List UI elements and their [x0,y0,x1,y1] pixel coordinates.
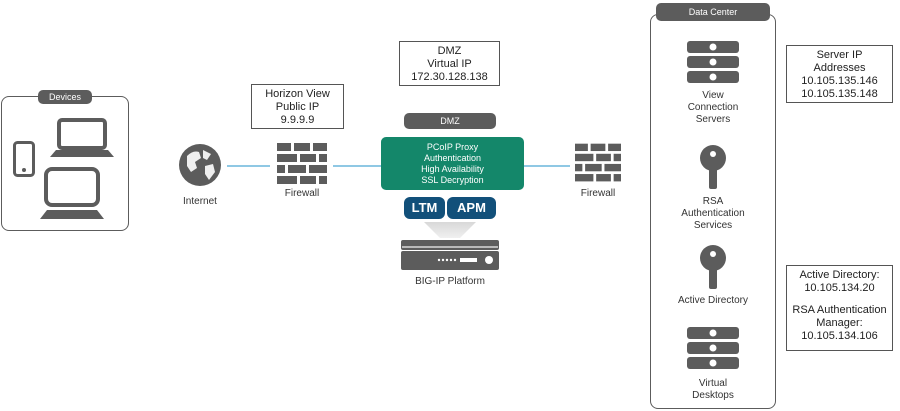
key-icon [700,145,726,189]
dmz-feature: PCoIP Proxy [426,142,479,152]
firewall-right-label: Firewall [580,188,616,199]
dmz-tag: DMZ [404,113,496,129]
phone-icon [13,141,35,177]
apm-module: APM [447,197,496,219]
funnel-arrow-icon [424,222,476,238]
server-stack-icon [687,327,739,369]
appliance-icon [401,240,499,270]
link-internet-firewall [227,165,270,167]
dmz-vip-note-line2: Virtual IP [427,58,472,70]
data-center-tag: Data Center [656,3,770,21]
virtual-desktops-label: Virtual Desktops [692,378,734,401]
ltm-module: LTM [404,197,445,219]
active-directory-label: Active Directory [677,295,748,306]
dmz-feature-box: PCoIP Proxy Authentication High Availabi… [381,137,524,190]
laptop-icon [50,118,114,157]
server-stack-icon [687,41,739,83]
dmz-vip-note-line1: DMZ [437,45,462,57]
key-icon [700,245,726,289]
link-firewall-dmz [333,165,381,167]
ad-rsa-note: Active Directory: 10.105.134.20 RSA Auth… [786,265,893,351]
public-ip-note-line2: Public IP [275,101,320,113]
desktop-icon [40,167,104,219]
devices-tag: Devices [38,90,92,104]
dmz-feature: SSL Decryption [421,175,484,185]
firewall-icon [575,143,621,182]
dmz-vip-note-line3: 172.30.128.138 [411,71,488,83]
view-connection-servers-label: View Connection Servers [687,90,739,125]
dmz-vip-note: DMZ Virtual IP 172.30.128.138 [399,41,500,86]
server-ip-note: Server IP Addresses 10.105.135.146 10.10… [786,45,893,103]
dmz-feature: High Availability [421,164,484,174]
dmz-feature: Authentication [423,153,482,163]
firewall-icon [277,143,327,184]
firewall-left-label: Firewall [284,188,320,199]
link-dmz-firewall [524,165,570,167]
public-ip-note-line1: Horizon View [265,88,330,100]
public-ip-note: Horizon View Public IP 9.9.9.9 [251,84,344,129]
bigip-label: BIG-IP Platform [415,276,485,287]
rsa-auth-services-label: RSA Authentication Services [681,196,745,231]
internet-label: Internet [183,196,217,207]
public-ip-note-line3: 9.9.9.9 [280,114,315,126]
globe-icon [179,144,221,186]
